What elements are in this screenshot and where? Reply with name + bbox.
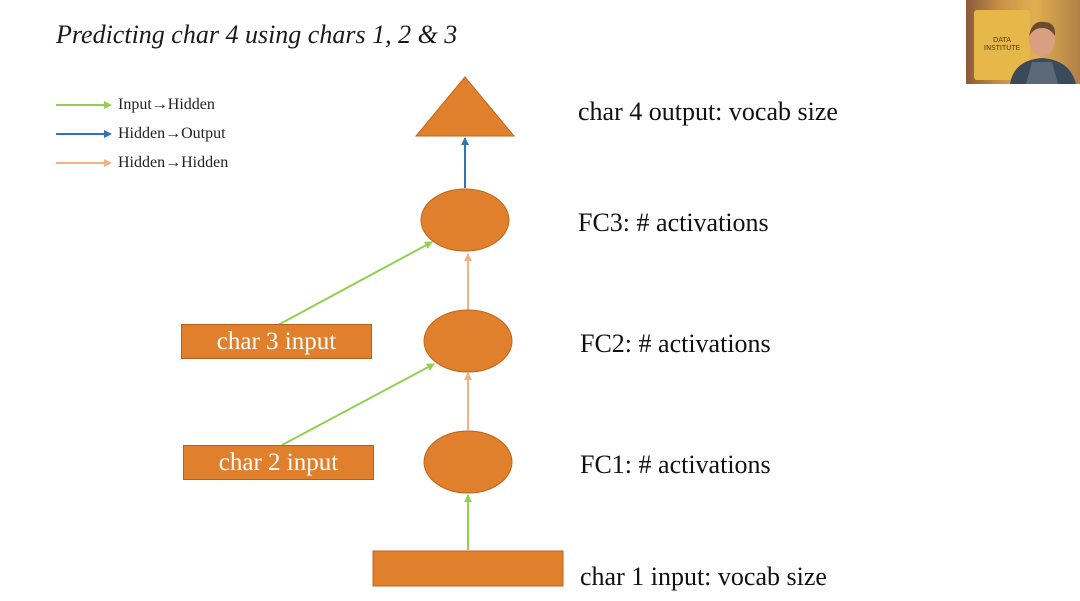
legend-hidden-hidden: Hidden→Hidden bbox=[56, 154, 228, 172]
output-triangle bbox=[414, 76, 516, 137]
output-label: char 4 output: vocab size bbox=[578, 97, 838, 126]
green-arrow-icon bbox=[56, 101, 112, 109]
webcam-overlay: DATA INSTITUTE bbox=[966, 0, 1080, 84]
char3-input-box: char 3 input bbox=[181, 324, 372, 359]
arrow-char2-to-fc2 bbox=[281, 363, 435, 446]
legend-hidden-output: Hidden→Output bbox=[56, 125, 226, 143]
legend-label: Hidden→Hidden bbox=[118, 154, 229, 171]
fc1-label: FC1: # activations bbox=[580, 450, 771, 479]
fc2-node bbox=[423, 309, 513, 373]
char2-input-box: char 2 input bbox=[183, 445, 374, 480]
fc1-node bbox=[423, 430, 513, 494]
slide-title: Predicting char 4 using chars 1, 2 & 3 bbox=[56, 20, 458, 49]
fc3-node bbox=[420, 188, 510, 252]
blue-arrow-icon bbox=[56, 130, 112, 138]
arrow-char3-to-fc3 bbox=[277, 241, 433, 326]
legend-label: Input→Hidden bbox=[118, 96, 215, 113]
orange-arrow-icon bbox=[56, 159, 112, 167]
char1-input-box bbox=[372, 550, 564, 587]
legend-label: Hidden→Output bbox=[118, 125, 226, 142]
fc3-label: FC3: # activations bbox=[578, 208, 769, 237]
legend-input-hidden: Input→Hidden bbox=[56, 96, 215, 114]
fc2-label: FC2: # activations bbox=[580, 329, 771, 358]
sign-text: DATA INSTITUTE bbox=[983, 36, 1021, 52]
presenter-image bbox=[1010, 21, 1076, 84]
char1-label: char 1 input: vocab size bbox=[580, 562, 827, 591]
